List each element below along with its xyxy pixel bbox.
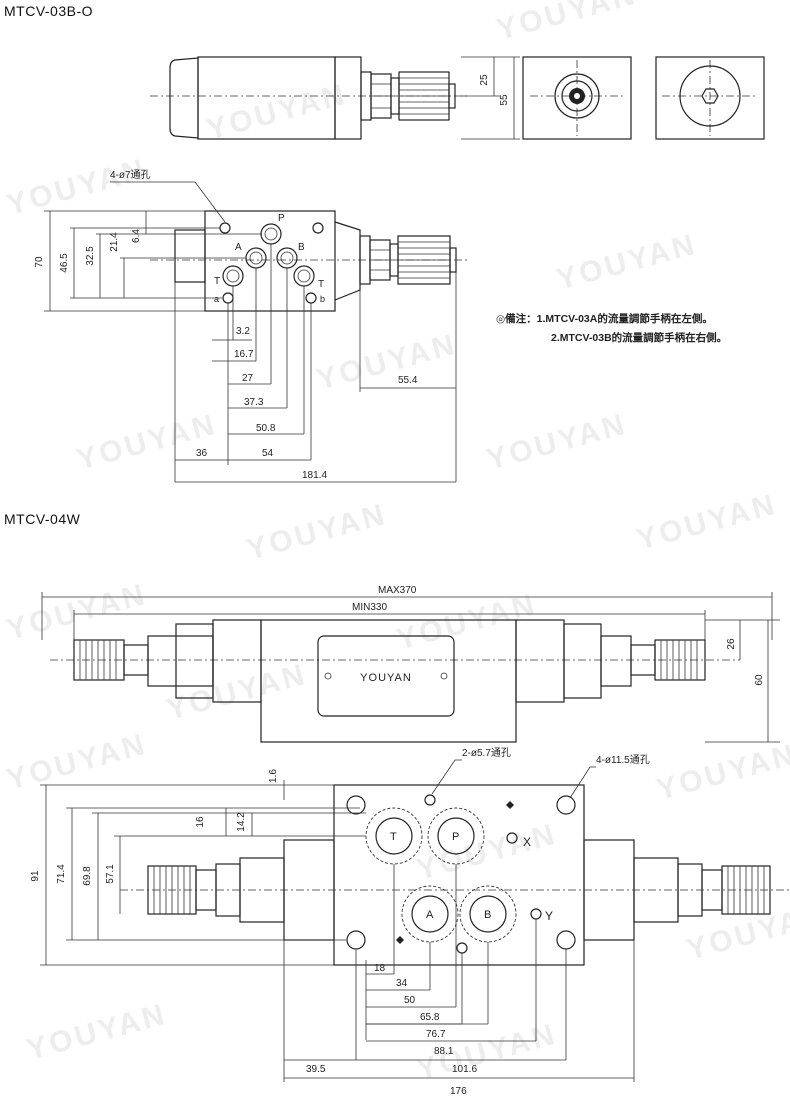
dim-label: 18: [374, 963, 386, 974]
watermark: YOUYAN: [203, 78, 350, 147]
dim-label: 54: [262, 448, 274, 459]
port-label-t: T: [318, 279, 324, 290]
dim-label: 176: [450, 1086, 467, 1097]
dim-label: 55.4: [398, 375, 418, 386]
dim-label: 50: [404, 995, 416, 1006]
dim-label: 65.8: [420, 1012, 440, 1023]
top-plan-view: P A B T T a b 4-ø7通孔 70 46.5 32.5 21.4 6…: [34, 169, 470, 483]
watermark: YOUYAN: [553, 228, 700, 297]
port-label-p: P: [278, 213, 285, 224]
port-label-a-small: a: [214, 294, 219, 304]
dim-label: 16.7: [234, 349, 254, 360]
dim-label: 25: [479, 74, 490, 86]
port-label-y: Y: [545, 909, 553, 923]
drawing-title-bottom: MTCV-04W: [4, 511, 81, 527]
dim-label: 71.4: [56, 864, 67, 884]
port-label-a: A: [235, 242, 242, 253]
port-label-b: B: [298, 242, 305, 253]
watermark: YOUYAN: [683, 898, 790, 967]
watermark: YOUYAN: [493, 0, 640, 47]
port-label-p: P: [452, 831, 459, 843]
watermark-group: YOUYAN YOUYAN YOUYAN YOUYAN YOUYAN YOUYA…: [3, 0, 790, 1087]
note-line-1: ◎備注：1.MTCV-03A的流量調節手柄在左側。: [496, 313, 713, 325]
dim-label: 50.8: [256, 423, 276, 434]
hole-callout: 4-ø11.5通孔: [596, 754, 650, 766]
dim-label: 6.4: [131, 229, 142, 243]
dim-label: 91: [30, 870, 41, 882]
dim-label: 181.4: [302, 470, 327, 481]
watermark: YOUYAN: [3, 578, 150, 647]
dim-label: 32.5: [85, 246, 96, 266]
dim-label: 27: [242, 373, 254, 384]
dim-label: 76.7: [426, 1029, 446, 1040]
dim-label: 39.5: [306, 1064, 326, 1075]
dim-label: 34: [396, 978, 408, 989]
port-label-b-small: b: [320, 294, 325, 304]
watermark: YOUYAN: [413, 818, 560, 887]
drawing-title-top: MTCV-03B-O: [4, 3, 94, 19]
port-label-x: X: [523, 835, 531, 849]
watermark: YOUYAN: [23, 998, 170, 1067]
dim-label: 55: [499, 94, 510, 106]
watermark: YOUYAN: [3, 728, 150, 797]
top-end-view-right: [655, 56, 765, 140]
hole-callout: 4-ø7通孔: [110, 169, 151, 181]
watermark: YOUYAN: [483, 408, 630, 477]
top-end-view-left: [522, 56, 632, 140]
dim-label: 57.1: [105, 864, 116, 884]
watermark: YOUYAN: [313, 328, 460, 397]
bottom-side-view: YOUYAN MAX370 MIN330 26 60: [41, 585, 780, 743]
top-side-view: 25 55: [150, 56, 520, 140]
watermark: YOUYAN: [3, 153, 150, 222]
watermark: YOUYAN: [633, 488, 780, 557]
port-label-t: T: [214, 276, 220, 287]
dim-label: 3.2: [236, 326, 250, 337]
dim-label: 26: [726, 638, 737, 650]
dim-label: 16: [195, 816, 206, 828]
port-label-b: B: [484, 909, 491, 921]
dim-label: MAX370: [378, 585, 417, 596]
dim-label: 21.4: [109, 232, 120, 252]
dim-label: 101.6: [452, 1064, 477, 1075]
watermark: YOUYAN: [653, 738, 790, 807]
hole-callout: 2-ø5.7通孔: [462, 747, 511, 759]
dim-label: 46.5: [59, 253, 70, 273]
dim-label: 36: [196, 448, 208, 459]
dim-label: MIN330: [352, 602, 387, 613]
watermark: YOUYAN: [243, 498, 390, 567]
dim-label: 14.2: [236, 812, 247, 832]
watermark: YOUYAN: [73, 408, 220, 477]
dim-label: 69.8: [82, 866, 93, 886]
dim-label: 1.6: [268, 769, 279, 783]
nameplate-label: YOUYAN: [360, 672, 412, 684]
bottom-plan-view: T P A B X Y 2-ø5.7通孔 4-ø11.5通孔: [30, 747, 790, 1097]
note-line-2: 2.MTCV-03B的流量調節手柄在右側。: [551, 332, 728, 344]
watermark: YOUYAN: [163, 658, 310, 727]
dim-label: 37.3: [244, 397, 264, 408]
dim-label: 70: [34, 256, 45, 268]
dim-label: 60: [754, 674, 765, 686]
dim-label: 88.1: [434, 1046, 454, 1057]
port-label-a: A: [426, 909, 434, 921]
port-label-t: T: [390, 831, 397, 843]
watermark: YOUYAN: [393, 588, 540, 657]
